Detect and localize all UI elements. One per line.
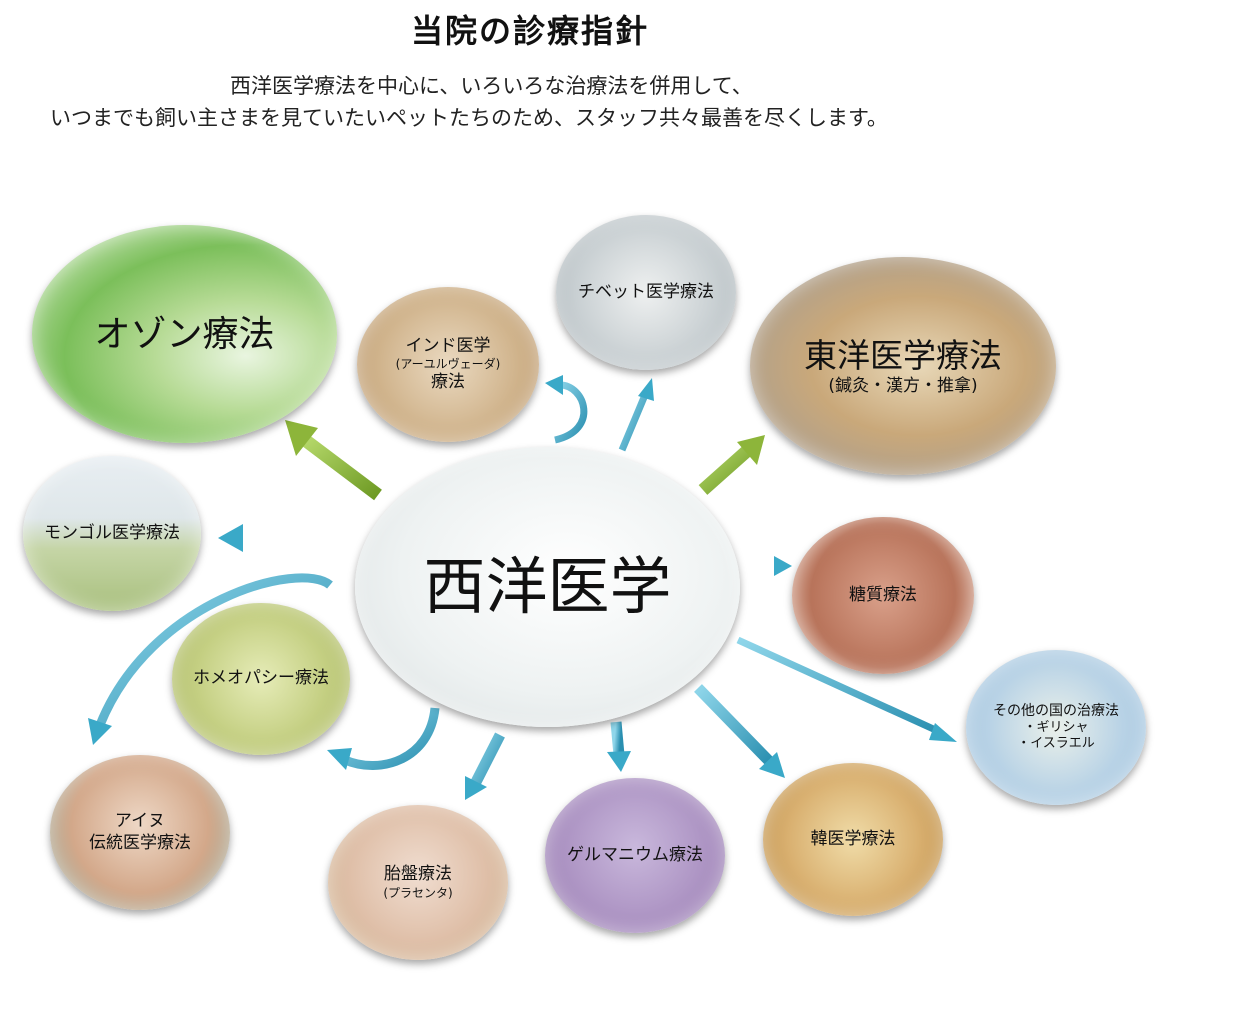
bubble-homeopathy[interactable]: ホメオパシー療法: [172, 603, 350, 755]
india-line2: (アーユルヴェーダ): [395, 357, 501, 371]
sugar-label: 糖質療法: [849, 584, 917, 605]
ainu-line2: 伝統医学療法: [89, 832, 191, 853]
arrow-to-eastern: [698, 435, 765, 495]
bubble-korean[interactable]: 韓医学療法: [763, 763, 943, 916]
arrow-to-germanium: [607, 721, 631, 772]
bubble-germanium[interactable]: ゲルマニウム療法: [545, 778, 725, 933]
arrow-to-tibet: [618, 378, 654, 452]
arrow-to-sugar: [742, 556, 792, 576]
other-label: その他の国の治療法: [993, 702, 1119, 719]
ozone-label: オゾン療法: [94, 313, 275, 355]
arrow-curved-to-india: [545, 375, 588, 444]
arrow-to-mongol: [218, 524, 345, 552]
homeopathy-label: ホメオパシー療法: [193, 668, 329, 689]
center-label: 西洋医学: [423, 550, 672, 624]
eastern-sub: (鍼灸・漢方・推拿): [828, 376, 978, 396]
bubble-mongol[interactable]: モンゴル医学療法: [23, 456, 201, 611]
bubble-tibet[interactable]: チベット医学療法: [556, 215, 736, 370]
arrow-curved-to-homeopathy: [327, 707, 440, 771]
india-line1: インド医学: [405, 335, 491, 356]
germanium-label: ゲルマニウム療法: [567, 844, 703, 865]
intro-line-2: いつまでも飼い主さまを見ていたいペットたちのため、スタッフ共々最善を尽くします。: [50, 106, 888, 130]
arrow-curved-to-ainu: [88, 573, 333, 745]
eastern-label: 東洋医学療法: [804, 335, 1002, 375]
india-line3: 療法: [431, 372, 465, 392]
korean-label: 韓医学療法: [810, 828, 896, 849]
mongol-label: モンゴル医学療法: [44, 522, 180, 543]
intro-line-1: 西洋医学療法を中心に、いろいろな治療法を併用して、: [230, 74, 753, 98]
page-title: 当院の診療指針: [410, 12, 649, 50]
bubble-ainu[interactable]: アイヌ 伝統医学療法: [50, 755, 230, 910]
bubble-placenta[interactable]: 胎盤療法 (プラセンタ): [328, 805, 508, 960]
bubble-eastern[interactable]: 東洋医学療法 (鍼灸・漢方・推拿): [750, 257, 1056, 475]
other-item1: ・ギリシャ: [1023, 720, 1089, 735]
arrow-to-other: [736, 636, 957, 742]
placenta-label: 胎盤療法: [384, 864, 452, 885]
placenta-sub: (プラセンタ): [383, 885, 453, 900]
bubble-sugar[interactable]: 糖質療法: [792, 517, 974, 674]
arrow-to-korean: [694, 684, 785, 778]
ainu-line1: アイヌ: [114, 811, 166, 832]
other-item2: ・イスラエル: [1017, 736, 1095, 752]
bubble-india[interactable]: インド医学 (アーユルヴェーダ) 療法: [357, 287, 539, 442]
bubble-western-center[interactable]: 西洋医学: [355, 447, 740, 727]
bubble-ozone[interactable]: オゾン療法: [32, 225, 337, 443]
bubble-other-countries[interactable]: その他の国の治療法 ・ギリシャ ・イスラエル: [966, 650, 1146, 805]
tibet-label: チベット医学療法: [578, 281, 714, 302]
arrow-to-placenta: [465, 732, 505, 800]
arrow-to-ozone: [285, 420, 382, 501]
